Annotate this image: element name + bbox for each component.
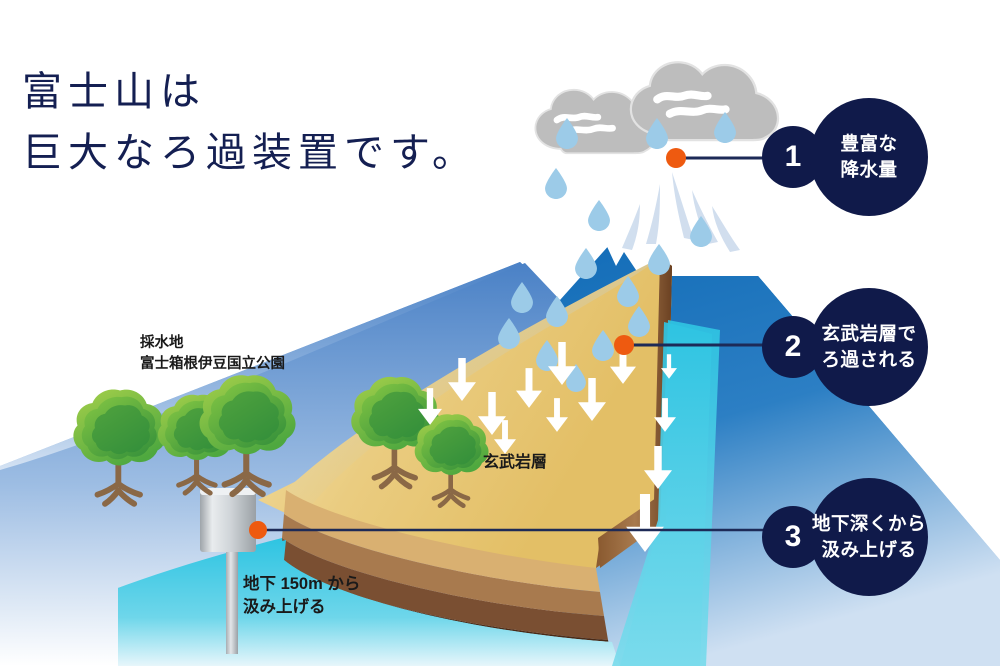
marker-dot-3 [249,521,267,539]
badge-text-1: 豊富な 降水量 [810,98,928,216]
badge-text-3: 地下深くから 汲み上げる [810,478,928,596]
marker-dot-2 [614,335,634,355]
pump-depth-label: 地下 150m から 汲み上げる [243,575,361,617]
marker-dot-1 [666,148,686,168]
aquifer-water [118,320,720,666]
well-pump [200,488,256,654]
callout-badge-2[interactable]: 2 玄武岩層で ろ過される [762,288,942,408]
basalt-layer-label: 玄武岩層 [483,454,548,471]
title-line-1: 富士山は [22,69,206,114]
title-line-2: 巨大なろ過装置です。 [22,129,478,175]
page-title: 富士山は 巨大なろ過装置です。 [22,62,478,184]
water-source-label: 採水地 富士箱根伊豆国立公園 [140,335,285,372]
badge-text-2: 玄武岩層で ろ過される [810,288,928,406]
basalt-cross-section [258,258,672,658]
callout-badge-3[interactable]: 3 地下深くから 汲み上げる [762,478,942,598]
snow-cap [540,148,826,276]
callout-badge-1[interactable]: 1 豊富な 降水量 [762,98,942,218]
